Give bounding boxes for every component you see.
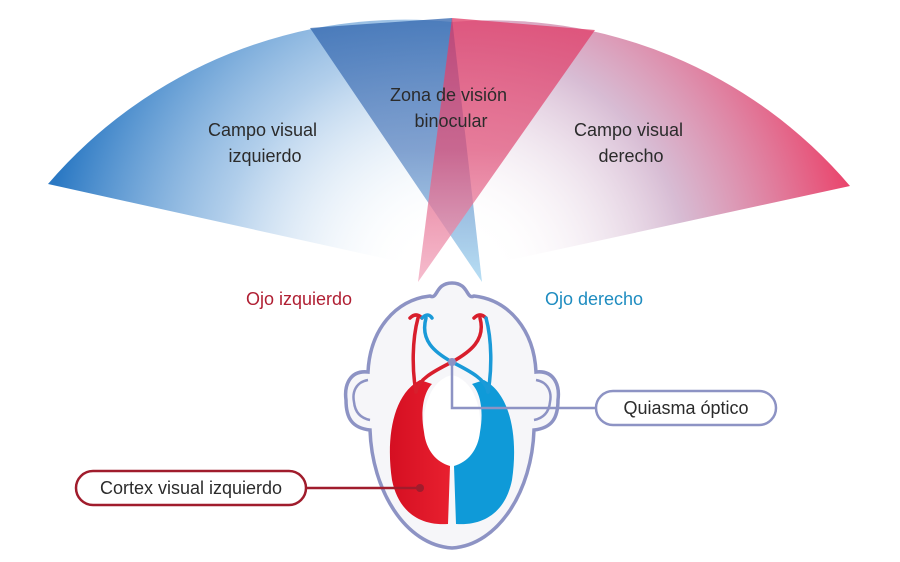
right-field-line2: derecho xyxy=(598,146,663,166)
chiasm-callout-text: Quiasma óptico xyxy=(623,398,748,418)
chiasm-callout: Quiasma óptico xyxy=(594,389,778,427)
binocular-label: Zona de visión binocular xyxy=(390,85,512,131)
right-field-label: Campo visual derecho xyxy=(574,120,688,166)
brain-midline-outline xyxy=(423,375,481,470)
right-eye-label: Ojo derecho xyxy=(545,289,643,309)
cortex-callout: Cortex visual izquierdo xyxy=(74,469,308,507)
right-visual-cortex xyxy=(454,380,515,525)
chiasm-connector-line xyxy=(450,362,596,410)
left-field-line2: izquierdo xyxy=(228,146,301,166)
cortex-callout-text: Cortex visual izquierdo xyxy=(100,478,282,498)
left-eye-label: Ojo izquierdo xyxy=(246,289,352,309)
left-field-line1: Campo visual xyxy=(208,120,317,140)
cortex-dot xyxy=(416,484,424,492)
right-field-line1: Campo visual xyxy=(574,120,683,140)
binocular-line1: Zona de visión xyxy=(390,85,507,105)
left-field-label: Campo visual izquierdo xyxy=(208,120,322,166)
binocular-line2: binocular xyxy=(414,111,487,131)
binocular-red-wedge xyxy=(418,18,595,282)
